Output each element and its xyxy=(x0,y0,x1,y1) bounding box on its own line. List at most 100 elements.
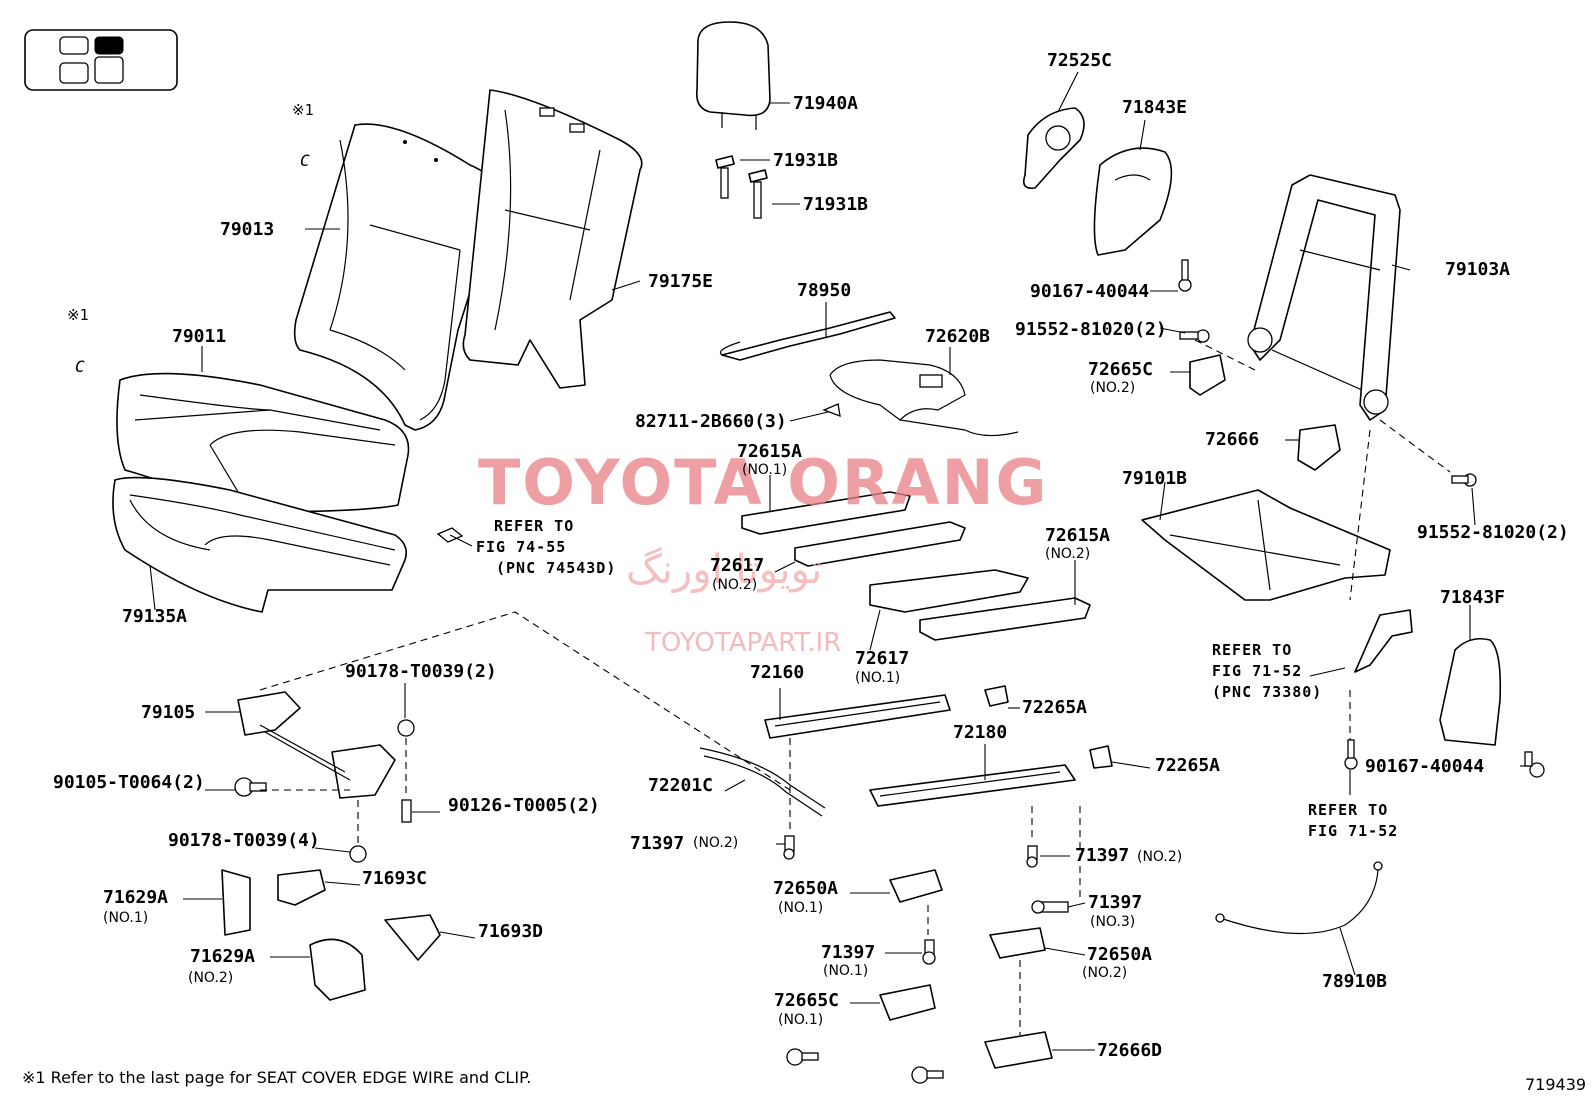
part-label: 71629A xyxy=(190,946,255,967)
part-label: 72665C xyxy=(774,990,839,1011)
part-label: 91552-81020(2) xyxy=(1015,319,1167,340)
part-label: 71693D xyxy=(478,921,543,942)
part-label: 71931B xyxy=(773,150,838,171)
seat-belt-bracket xyxy=(1354,609,1413,673)
reference-line: REFER TO xyxy=(1212,641,1292,659)
seatback-pad-79175E xyxy=(462,89,643,389)
part-label: 71843F xyxy=(1440,587,1505,608)
part-label: 72265A xyxy=(1155,755,1220,776)
part-sub-label: (NO.1) xyxy=(778,900,823,916)
rod-72201C xyxy=(699,747,826,817)
headrest-guides-71931B xyxy=(715,155,768,219)
headrest-71940A xyxy=(695,21,771,130)
reference-line: (PNC 73380) xyxy=(1212,683,1322,701)
assembly-dashed-lines xyxy=(259,339,1451,1035)
clip-mark-2: ※1 C xyxy=(67,306,89,376)
part-label: 72617 xyxy=(710,555,764,576)
part-label: 72201C xyxy=(648,775,713,796)
seat-track-72180 xyxy=(869,764,1076,807)
part-label: 72615A xyxy=(1045,525,1110,546)
part-label: 71693C xyxy=(362,868,427,889)
part-label: 72650A xyxy=(773,878,838,899)
part-label: 72180 xyxy=(953,722,1007,743)
part-label: 72615A xyxy=(737,441,802,462)
part-label: 72620B xyxy=(925,326,990,347)
part-sub-label: (NO.2) xyxy=(693,835,738,851)
seatback-frame-79103A xyxy=(1247,174,1401,421)
part-label: 72665C xyxy=(1088,359,1153,380)
brackets-72650A xyxy=(889,869,1046,959)
part-sub-label: (NO.1) xyxy=(778,1012,823,1028)
part-label: 79013 xyxy=(220,219,274,240)
recliner-cover-71843E xyxy=(1093,147,1173,256)
bracket-72666 xyxy=(1297,424,1341,471)
clip-mark-1: ※1 C xyxy=(292,101,314,170)
part-label: 71843E xyxy=(1122,97,1187,118)
wire-harness-72620B xyxy=(822,359,1019,437)
watermark-site: TOYOTAPART.IR xyxy=(644,628,841,658)
clips-72265A xyxy=(984,685,1113,769)
cover-71843F xyxy=(1439,637,1502,746)
cushion-rail-72617-no2 xyxy=(794,521,966,567)
watermark-brand-fa: تویوتا اورنگ xyxy=(626,547,822,593)
reference-note-fig-74-55: REFER TO FIG 74-55 (PNC 74543D) xyxy=(476,517,616,577)
part-sub-label: (NO.2) xyxy=(712,577,757,593)
part-label: 72666D xyxy=(1097,1040,1162,1061)
part-label: 78950 xyxy=(797,280,851,301)
clip-glyph: C xyxy=(300,151,310,170)
part-label: 71397 xyxy=(630,833,684,854)
part-labels: 79013 79175E 79011 79135A 71940A 71931B … xyxy=(53,50,1569,1061)
note-mark: ※1 xyxy=(292,101,314,119)
part-label: 72525C xyxy=(1047,50,1112,71)
part-label: 72265A xyxy=(1022,697,1087,718)
seatback-cover-79013 xyxy=(293,123,500,431)
clip-glyph: C xyxy=(75,357,85,376)
part-label: 72666 xyxy=(1205,429,1259,450)
part-sub-label: (NO.2) xyxy=(1137,849,1182,865)
part-sub-label: (NO.3) xyxy=(1090,914,1135,930)
reference-line: FIG 71-52 xyxy=(1212,662,1302,680)
recliner-knob-72525C xyxy=(1022,107,1085,190)
reference-line: (PNC 74543D) xyxy=(496,559,616,577)
part-label: 71397 xyxy=(1088,892,1142,913)
part-label: 71397 xyxy=(821,942,875,963)
part-label: 72650A xyxy=(1087,944,1152,965)
part-sub-label: (NO.1) xyxy=(855,670,900,686)
leader-lines xyxy=(149,71,1530,1051)
covers-71693-71629 xyxy=(221,869,441,1001)
reference-line: FIG 74-55 xyxy=(476,538,566,556)
part-label: 79103A xyxy=(1445,259,1510,280)
part-label: 71629A xyxy=(103,887,168,908)
reference-note-fig-71-52-pnc: REFER TO FIG 71-52 (PNC 73380) xyxy=(1212,641,1322,701)
cushion-frame-79101B xyxy=(1141,489,1391,601)
reference-line: REFER TO xyxy=(494,517,574,535)
part-label: 79101B xyxy=(1122,468,1187,489)
part-sub-label: (NO.2) xyxy=(188,970,233,986)
part-label: 90167-40044 xyxy=(1365,756,1484,777)
note-mark: ※1 xyxy=(67,306,89,324)
part-label: 79175E xyxy=(648,271,713,292)
covers-72665C-72666D xyxy=(879,984,1053,1069)
strap-78950 xyxy=(719,311,896,361)
part-label: 91552-81020(2) xyxy=(1417,522,1569,543)
part-label: 72160 xyxy=(750,662,804,683)
cushion-rail-72617-no1 xyxy=(869,569,1029,613)
cable-78910B xyxy=(1215,861,1383,935)
part-sub-label: (NO.2) xyxy=(1090,380,1135,396)
watermark: TOYOTA ORANG تویوتا اورنگ TOYOTAPART.IR xyxy=(478,446,1048,658)
part-sub-label: (NO.1) xyxy=(742,462,787,478)
part-label: 71931B xyxy=(803,194,868,215)
seat-position-indicator xyxy=(24,29,178,91)
part-sub-label: (NO.1) xyxy=(823,963,868,979)
cushion-cover-79011 xyxy=(116,372,410,513)
part-label: 72617 xyxy=(855,648,909,669)
slide-assembly-79105 xyxy=(237,691,396,799)
part-label: 71397 xyxy=(1075,845,1129,866)
watermark-brand: TOYOTA ORANG xyxy=(478,446,1048,519)
reference-line: FIG 71-52 xyxy=(1308,822,1398,840)
part-label: 90167-40044 xyxy=(1030,281,1149,302)
bracket-72665C-no2 xyxy=(1189,354,1226,396)
part-sub-label: (NO.2) xyxy=(1045,546,1090,562)
cushion-pad-79135A xyxy=(112,476,464,613)
